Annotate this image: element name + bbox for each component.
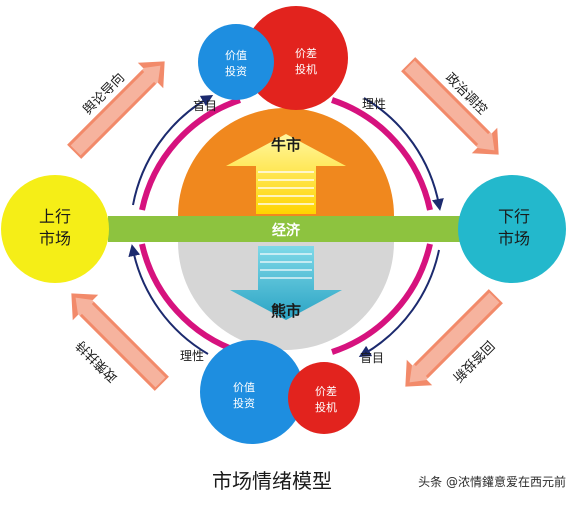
- magenta-arc-top-right: [331, 97, 433, 211]
- top-value-line2: 投资: [225, 64, 247, 78]
- bottom-spec-line1: 价差: [315, 384, 337, 398]
- top-speculation-circle: [244, 6, 348, 110]
- bottom-left-rational-label: 理性: [180, 349, 204, 363]
- bottom-speculation-circle: [288, 362, 360, 434]
- magenta-arc-top-left: [139, 97, 241, 211]
- bottom-value-line2: 投资: [233, 396, 255, 410]
- falling-line1: 下行: [498, 207, 530, 226]
- arrow-top-left: 舆论导向: [67, 61, 165, 159]
- bear-label: 熊市: [271, 302, 301, 320]
- arrow-top-right: 政治调控: [401, 57, 499, 155]
- magenta-arc-bottom-right: [331, 243, 433, 355]
- bear-down-arrow: [230, 246, 342, 320]
- navy-arrow-bottom-left: [128, 244, 209, 355]
- diagram-title: 市场情绪模型: [212, 469, 332, 493]
- magenta-arc-bottom-left: [139, 243, 241, 355]
- arrow-bottom-right: 回答投新: [405, 289, 503, 387]
- navy-arrow-top-left: [132, 94, 214, 206]
- falling-market-circle: [458, 175, 566, 283]
- bottom-spec-line2: 投机: [315, 400, 337, 414]
- top-spec-line1: 价差: [295, 46, 317, 60]
- top-left-blind-label: 盲目: [193, 98, 217, 113]
- rising-line2: 市场: [39, 229, 71, 248]
- bottom-right-blind-label: 盲目: [360, 350, 384, 365]
- navy-arrow-bottom-right: [358, 249, 440, 358]
- top-right-rational-label: 理性: [362, 97, 386, 111]
- rising-market-circle: [1, 175, 109, 283]
- rising-line1: 上行: [39, 207, 71, 226]
- economy-band: [108, 216, 464, 242]
- arrow-bottom-left: 政策扶持: [71, 293, 169, 391]
- top-spec-line2: 投机: [295, 62, 317, 76]
- top-value-circle: [198, 24, 274, 100]
- watermark: 头条 @浓情鑵意爱在西元前: [418, 474, 566, 489]
- falling-line2: 市场: [498, 229, 530, 248]
- navy-arrow-top-right: [363, 97, 444, 211]
- bottom-value-circle: [200, 340, 304, 444]
- bull-label: 牛市: [271, 136, 301, 154]
- top-value-line1: 价值: [225, 49, 247, 62]
- economy-label: 经济: [272, 222, 301, 239]
- bull-up-arrow: [226, 134, 346, 214]
- bottom-value-line1: 价值: [233, 381, 255, 394]
